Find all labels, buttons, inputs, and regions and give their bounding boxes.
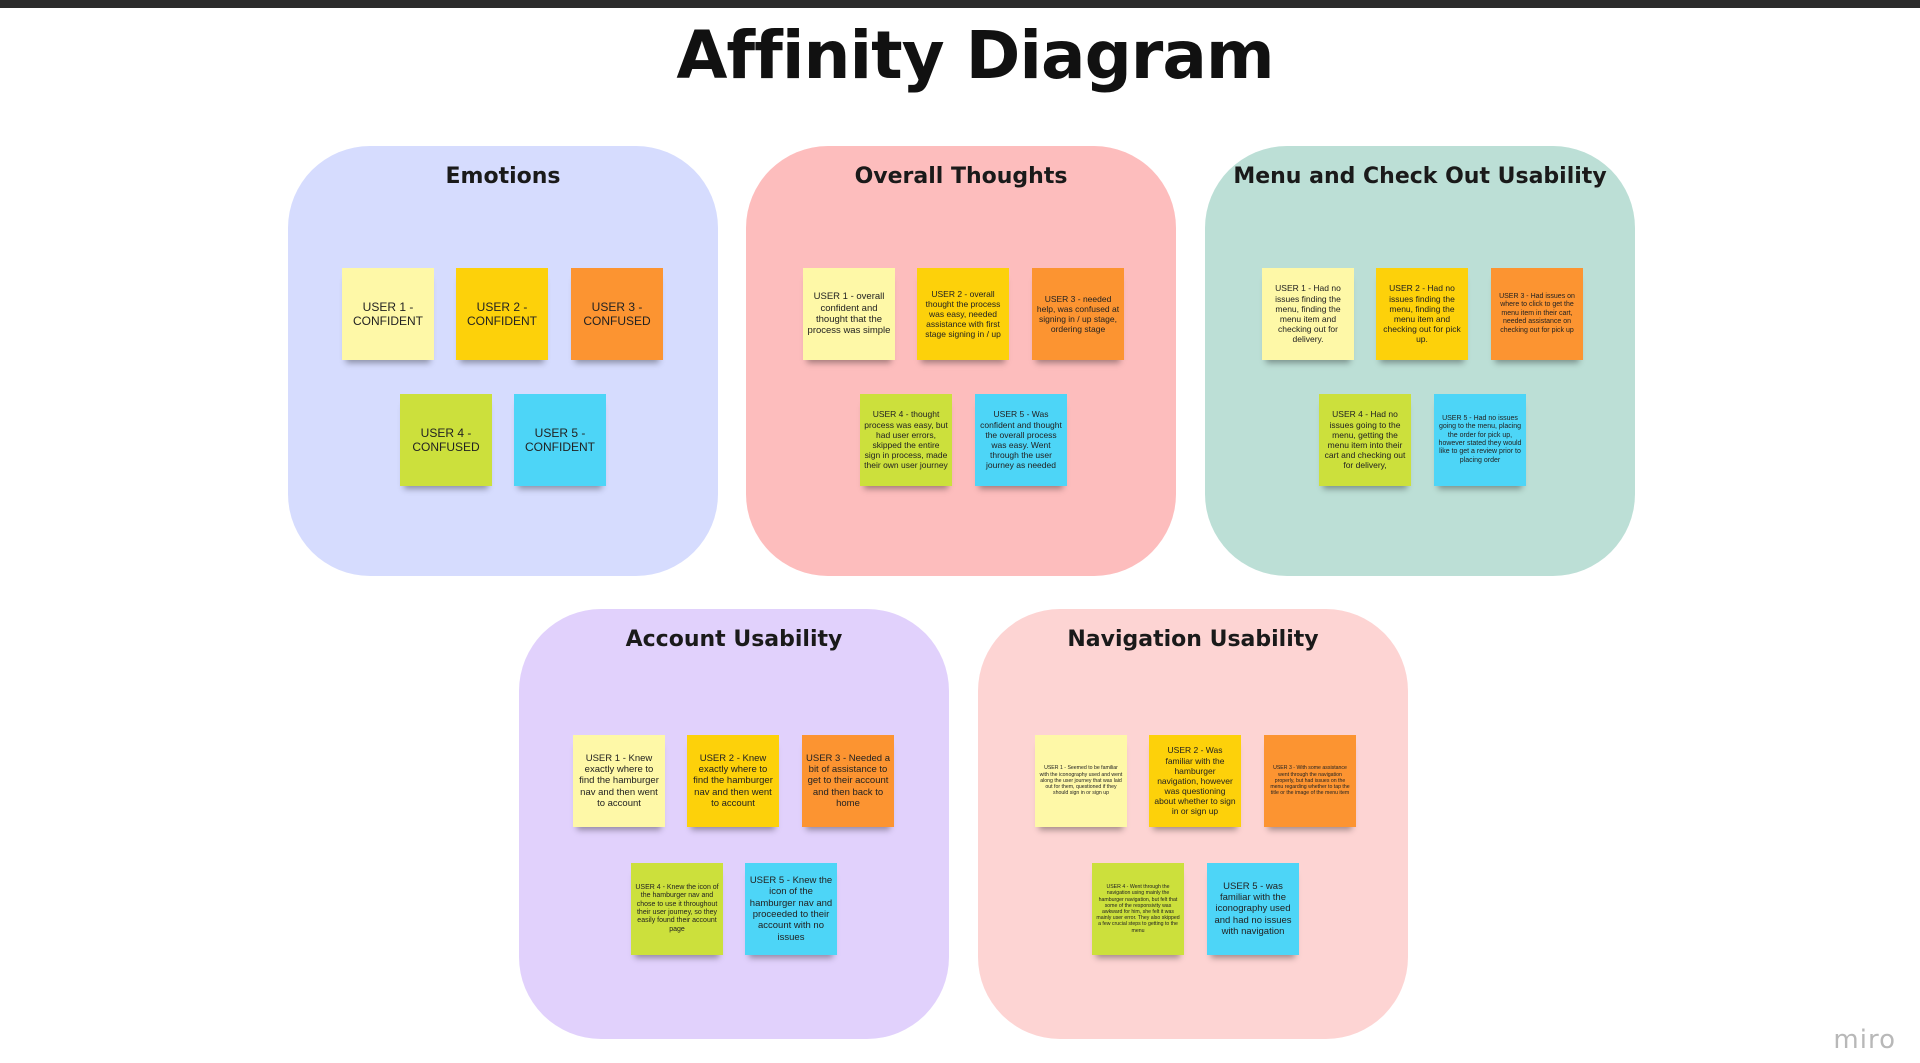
cluster-account-usability[interactable]: Account Usability USER 1 - Knew exactly …: [519, 609, 949, 1039]
cluster-title: Menu and Check Out Usability: [1233, 164, 1607, 189]
sticky-note[interactable]: USER 2 - Had no issues finding the menu,…: [1376, 268, 1468, 360]
sticky-note[interactable]: USER 4 - Had no issues going to the menu…: [1319, 394, 1411, 486]
window-top-bar: [0, 0, 1920, 8]
sticky-note[interactable]: USER 1 - overall confident and thought t…: [803, 268, 895, 360]
sticky-note[interactable]: USER 5 - CONFIDENT: [514, 394, 606, 486]
sticky-note[interactable]: USER 2 - overall thought the process was…: [917, 268, 1009, 360]
sticky-note[interactable]: USER 2 - Was familiar with the hamburger…: [1149, 735, 1241, 827]
cluster-navigation-usability[interactable]: Navigation Usability USER 1 - Seemed to …: [978, 609, 1408, 1039]
sticky-note[interactable]: USER 5 - Was confident and thought the o…: [975, 394, 1067, 486]
sticky-note[interactable]: USER 1 - Seemed to be familiar with the …: [1035, 735, 1127, 827]
sticky-note[interactable]: USER 3 - needed help, was confused at si…: [1032, 268, 1124, 360]
sticky-note[interactable]: USER 5 - Knew the icon of the hamburger …: [745, 863, 837, 955]
sticky-note[interactable]: USER 1 - CONFIDENT: [342, 268, 434, 360]
sticky-note[interactable]: USER 1 - Had no issues finding the menu,…: [1262, 268, 1354, 360]
cluster-title: Emotions: [445, 164, 561, 189]
sticky-note[interactable]: USER 4 - CONFUSED: [400, 394, 492, 486]
board-title: Affinity Diagram: [676, 17, 1274, 94]
sticky-note[interactable]: USER 2 - CONFIDENT: [456, 268, 548, 360]
cluster-menu-checkout-usability[interactable]: Menu and Check Out Usability USER 1 - Ha…: [1205, 146, 1635, 576]
cluster-emotions[interactable]: Emotions USER 1 - CONFIDENT USER 2 - CON…: [288, 146, 718, 576]
sticky-note[interactable]: USER 4 - thought process was easy, but h…: [860, 394, 952, 486]
sticky-note[interactable]: USER 3 - Needed a bit of assistance to g…: [802, 735, 894, 827]
cluster-title: Account Usability: [625, 627, 843, 652]
cluster-title: Navigation Usability: [1067, 627, 1319, 652]
sticky-note[interactable]: USER 1 - Knew exactly where to find the …: [573, 735, 665, 827]
sticky-note[interactable]: USER 5 - Had no issues going to the menu…: [1434, 394, 1526, 486]
sticky-note[interactable]: USER 5 - was familiar with the iconograp…: [1207, 863, 1299, 955]
cluster-title: Overall Thoughts: [854, 164, 1068, 189]
sticky-note[interactable]: USER 3 - Had issues on where to click to…: [1491, 268, 1583, 360]
sticky-note[interactable]: USER 3 - CONFUSED: [571, 268, 663, 360]
sticky-note[interactable]: USER 3 - With some assistance went throu…: [1264, 735, 1356, 827]
sticky-note[interactable]: USER 4 - Went through the navigation usi…: [1092, 863, 1184, 955]
sticky-note[interactable]: USER 4 - Knew the icon of the hamburger …: [631, 863, 723, 955]
miro-logo: miro: [1833, 1025, 1896, 1055]
cluster-overall-thoughts[interactable]: Overall Thoughts USER 1 - overall confid…: [746, 146, 1176, 576]
sticky-note[interactable]: USER 2 - Knew exactly where to find the …: [687, 735, 779, 827]
